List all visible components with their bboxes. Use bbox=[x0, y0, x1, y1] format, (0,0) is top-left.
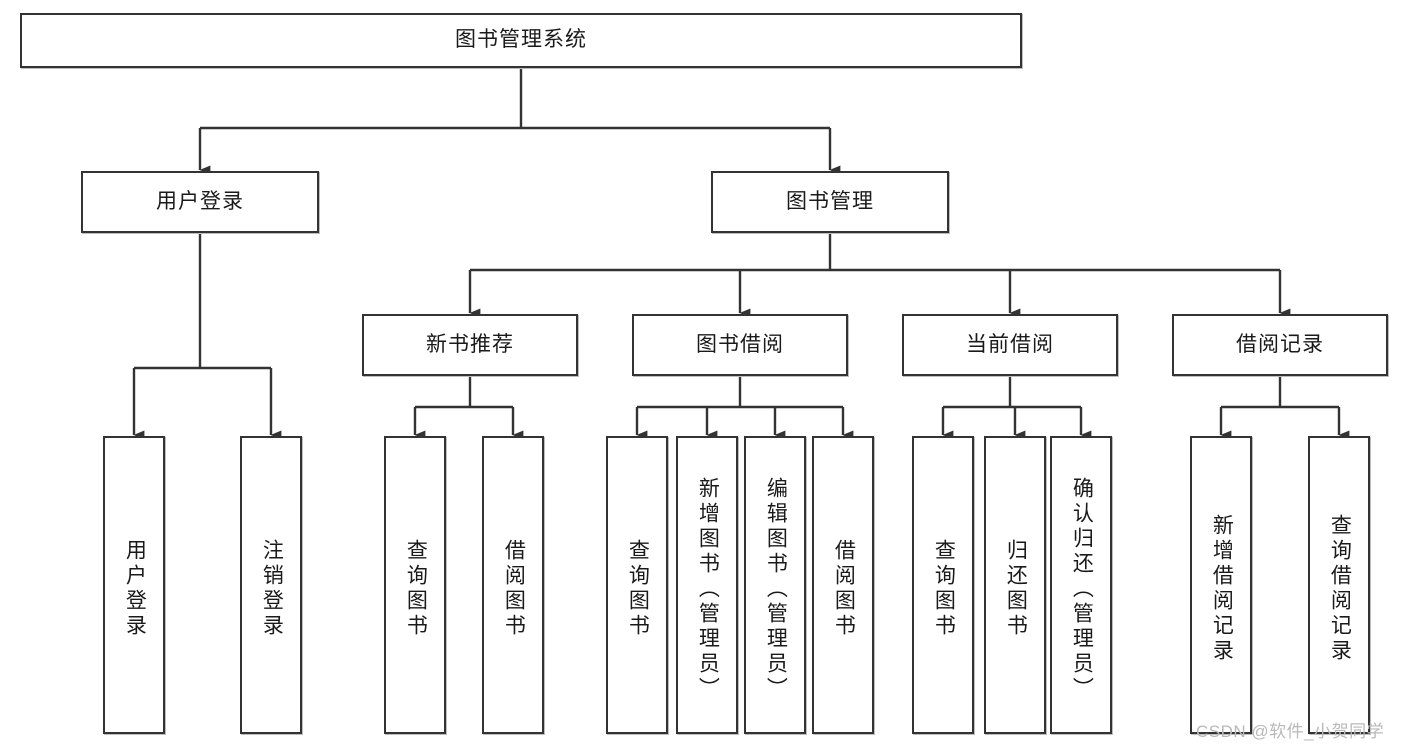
node-label: 借阅图书 bbox=[502, 539, 526, 639]
node-leaf-confirm-return[interactable]: 确认归还（管理员） bbox=[1050, 436, 1112, 734]
node-label: 图书管理 bbox=[786, 189, 874, 213]
node-label: 查询图书 bbox=[404, 539, 428, 639]
node-label: 图书借阅 bbox=[696, 332, 784, 356]
node-label: 当前借阅 bbox=[966, 332, 1054, 356]
node-leaf-query-record[interactable]: 查询借阅记录 bbox=[1308, 436, 1370, 734]
node-label: 用户登录 bbox=[156, 189, 244, 213]
node-leaf-user-login[interactable]: 用户登录 bbox=[103, 436, 165, 734]
node-label: 借阅图书 bbox=[832, 539, 856, 639]
node-user-login[interactable]: 用户登录 bbox=[81, 171, 319, 233]
connector-lines bbox=[132, 68, 1350, 440]
node-leaf-logout[interactable]: 注销登录 bbox=[240, 436, 302, 734]
node-label: 新增图书（管理员） bbox=[696, 476, 720, 702]
node-label: 借阅记录 bbox=[1236, 332, 1324, 356]
node-leaf-borrow-book-2[interactable]: 借阅图书 bbox=[812, 436, 874, 734]
node-label: 新书推荐 bbox=[426, 332, 514, 356]
node-label: 归还图书 bbox=[1004, 539, 1028, 639]
node-label: 查询借阅记录 bbox=[1328, 514, 1352, 664]
node-book-borrow[interactable]: 图书借阅 bbox=[632, 314, 848, 376]
node-leaf-query-book-1[interactable]: 查询图书 bbox=[384, 436, 446, 734]
node-leaf-borrow-book-1[interactable]: 借阅图书 bbox=[482, 436, 544, 734]
node-label: 注销登录 bbox=[260, 539, 284, 639]
node-label: 编辑图书（管理员） bbox=[764, 476, 788, 702]
node-leaf-edit-book[interactable]: 编辑图书（管理员） bbox=[744, 436, 806, 734]
node-borrow-record[interactable]: 借阅记录 bbox=[1172, 314, 1388, 376]
node-label: 查询图书 bbox=[626, 539, 650, 639]
node-leaf-query-book-2[interactable]: 查询图书 bbox=[606, 436, 668, 734]
node-root[interactable]: 图书管理系统 bbox=[20, 13, 1022, 68]
node-label: 用户登录 bbox=[123, 539, 147, 639]
node-label: 图书管理系统 bbox=[455, 28, 587, 52]
node-leaf-add-book[interactable]: 新增图书（管理员） bbox=[676, 436, 738, 734]
node-label: 确认归还（管理员） bbox=[1070, 476, 1094, 702]
node-book-manage[interactable]: 图书管理 bbox=[711, 171, 949, 233]
node-new-book-rec[interactable]: 新书推荐 bbox=[362, 314, 578, 376]
node-current-borrow[interactable]: 当前借阅 bbox=[902, 314, 1118, 376]
node-label: 查询图书 bbox=[932, 539, 956, 639]
node-label: 新增借阅记录 bbox=[1210, 514, 1234, 664]
node-leaf-add-record[interactable]: 新增借阅记录 bbox=[1190, 436, 1252, 734]
node-leaf-return-book[interactable]: 归还图书 bbox=[984, 436, 1046, 734]
node-leaf-query-book-3[interactable]: 查询图书 bbox=[912, 436, 974, 734]
